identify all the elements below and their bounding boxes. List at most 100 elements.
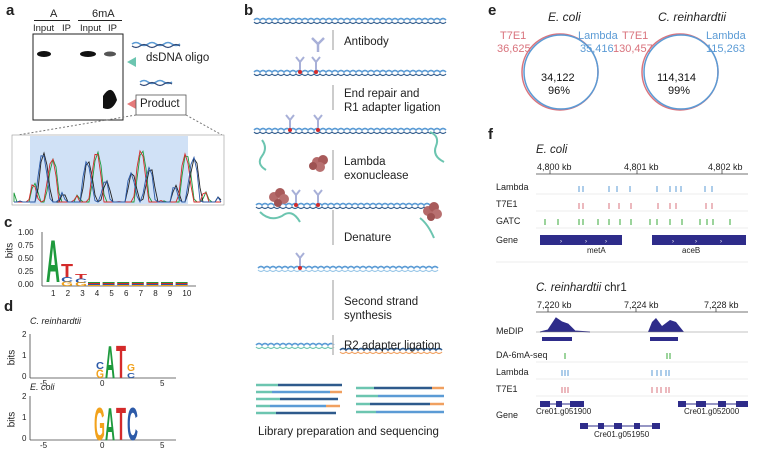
- c-xtick: 3: [80, 289, 85, 298]
- gel-band: [104, 51, 116, 57]
- panel-d-title-top: C. reinhardtii: [30, 316, 82, 326]
- venn-right-pct: 99%: [668, 85, 691, 97]
- venn-left-b-count: 35,416: [580, 43, 614, 55]
- library-fragments: [256, 383, 444, 415]
- step-synthesis: synthesis: [344, 310, 392, 322]
- svg-text:C: C: [61, 277, 73, 284]
- logo-letter-C: C: [127, 398, 138, 450]
- dna-strand: [253, 17, 447, 22]
- gene-models-bottom: [540, 401, 748, 429]
- product-arrow-icon: [127, 99, 136, 109]
- c-ytick: 0.50: [18, 254, 34, 263]
- step-exonuclease: exonuclease: [344, 170, 409, 182]
- track-top-gatc: GATC: [496, 216, 521, 226]
- oligo-label: dsDNA oligo: [146, 52, 210, 64]
- d-xtick: -5: [40, 379, 48, 388]
- c-xtick: 9: [167, 289, 173, 298]
- medip-peak-2: [648, 318, 684, 332]
- dna-strand: [255, 202, 431, 207]
- c-xtick: 7: [138, 289, 144, 298]
- svg-text:G: G: [127, 363, 135, 374]
- svg-text:›: ›: [695, 239, 697, 245]
- dna-strand: [257, 265, 439, 270]
- c-ytick: 0.75: [18, 241, 34, 250]
- m6a-mark: [316, 128, 320, 132]
- track-bottom-tick-3: 7,228 kb: [704, 300, 739, 310]
- track-top-lambda: Lambda: [496, 182, 529, 192]
- gene-aceb: aceB: [682, 246, 701, 255]
- panel-d-title-bottom: E. coli: [30, 382, 55, 392]
- logo-letter-T: T: [116, 336, 126, 388]
- gel-band: [37, 51, 51, 57]
- logo-letter-A: A: [46, 228, 60, 295]
- gene-cre01-g052000: Cre01.g052000: [684, 407, 740, 416]
- exonuclease-cluster-right: [423, 202, 442, 221]
- panel-d-label: d: [4, 298, 14, 315]
- lane-group-a: A: [50, 8, 58, 20]
- antibody-icon: [295, 252, 305, 266]
- step-r1-ligation: R1 adapter ligation: [344, 102, 441, 114]
- antibody-icon: [311, 37, 325, 52]
- c-ytick: 1.00: [18, 228, 34, 237]
- step-lambda: Lambda: [344, 156, 386, 168]
- venn-left-title: E. coli: [548, 10, 581, 24]
- c-xtick: 2: [65, 289, 71, 298]
- d-ytick: 1: [22, 413, 27, 422]
- m6a-mark: [314, 70, 318, 74]
- track-bottom-title: C. reinhardtii chr1: [536, 282, 627, 294]
- c-xtick: 6: [124, 289, 129, 298]
- track-bottom-da6ma: DA-6mA-seq: [496, 350, 548, 360]
- logo-letter-A: A: [105, 398, 115, 450]
- step-r2-ligation: R2 adapter ligation: [344, 340, 441, 352]
- svg-text:T: T: [75, 274, 89, 281]
- c-xtick: 5: [109, 289, 114, 298]
- track-top-tick-1: 4,800 kb: [537, 162, 572, 172]
- lane-bracket-a: [34, 20, 70, 21]
- venn-right-title: C. reinhardtii: [658, 10, 727, 24]
- lane-bracket-6ma: [78, 20, 122, 21]
- logo-letter-T: T: [61, 261, 73, 281]
- track-top-tick-2: 4,801 kb: [624, 162, 659, 172]
- panel-b-label: b: [244, 2, 254, 19]
- venn-left-a-name: T7E1: [500, 30, 527, 42]
- venn-right-overlap: 114,314: [657, 72, 696, 84]
- dna-strand: [253, 69, 447, 74]
- panel-f-label: f: [488, 126, 493, 143]
- d-ytick: 2: [22, 392, 27, 401]
- svg-text:›: ›: [605, 239, 607, 245]
- svg-text:C: C: [127, 373, 135, 380]
- venn-right-b-name: Lambda: [706, 30, 746, 42]
- svg-text:›: ›: [672, 239, 674, 245]
- lane-input-1: Input: [33, 23, 55, 34]
- svg-text:G: G: [75, 282, 87, 288]
- lane-input-2: Input: [80, 23, 102, 34]
- antibody-icon: [285, 114, 295, 128]
- track-top-tick-3: 4,802 kb: [708, 162, 743, 172]
- svg-text:C: C: [96, 361, 104, 372]
- dna-strand: [339, 347, 443, 352]
- antibody-icon: [291, 189, 301, 203]
- track-top-title: E. coli: [536, 144, 568, 156]
- d-xtick: 5: [160, 441, 165, 450]
- medip-peak-1: [539, 317, 591, 333]
- track-bottom-medip: MeDIP: [496, 326, 524, 336]
- d-ytick: 2: [22, 330, 27, 339]
- gel-band: [80, 51, 96, 57]
- svg-text:C: C: [75, 279, 89, 285]
- logo-letter-T: T: [116, 398, 126, 450]
- oligo-icon: [131, 41, 181, 47]
- antibody-icon: [313, 189, 323, 203]
- product-label: Product: [140, 98, 180, 110]
- m6a-mark: [288, 128, 292, 132]
- step-end-repair: End repair and: [344, 88, 420, 100]
- venn-left-b-name: Lambda: [578, 30, 618, 42]
- panel-c-label: c: [4, 214, 13, 231]
- d-ytick: 0: [22, 372, 27, 381]
- logo-letter-A: A: [105, 336, 115, 388]
- step-second-strand: Second strand: [344, 296, 419, 308]
- oligo-arrow-icon: [127, 57, 136, 67]
